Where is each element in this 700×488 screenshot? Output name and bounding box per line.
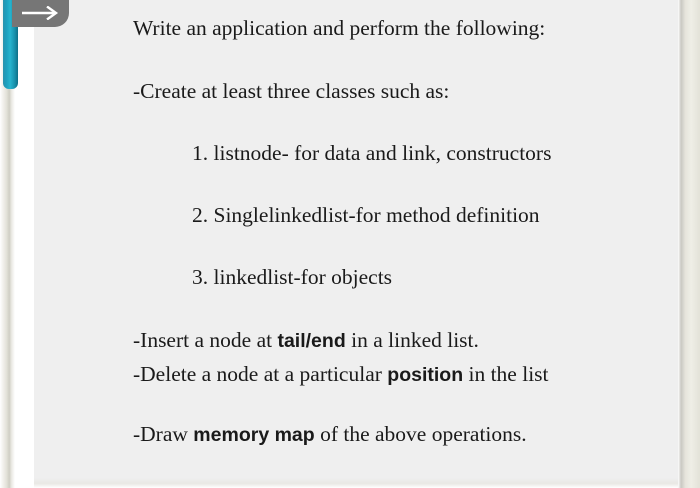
text-line-create-classes: -Create at least three classes such as: (133, 40, 693, 103)
draw-prefix-text: -Draw (133, 421, 194, 446)
delete-bold-text: position (387, 364, 464, 386)
delete-prefix-text: -Delete a node at a particular (133, 362, 388, 386)
text-line-insert: -Insert a node at tail/end in a linked l… (133, 289, 693, 352)
arrow-right-button[interactable] (12, 0, 69, 27)
text-line-delete: -Delete a node at a particular position … (133, 351, 693, 386)
text-line-intro: Write an application and perform the fol… (133, 0, 693, 40)
delete-suffix-text: in the list (463, 362, 549, 386)
arrow-right-icon (22, 6, 59, 20)
insert-suffix-text: in a linked list. (345, 327, 479, 352)
document-content-area: Write an application and perform the fol… (34, 0, 678, 488)
insert-prefix-text: -Insert a node at (133, 327, 278, 352)
list-item-1: 1. listnode- for data and link, construc… (133, 102, 693, 165)
assignment-text-block: Write an application and perform the fol… (133, 0, 693, 445)
draw-suffix-text: of the above operations. (314, 421, 527, 446)
page-bottom-edge (34, 478, 678, 488)
draw-bold-text: memory map (193, 423, 315, 446)
list-item-3-text: 3. linkedlist-for objects (192, 265, 393, 289)
create-classes-text: -Create at least three classes such as: (133, 78, 450, 103)
intro-text: Write an application and perform the fol… (133, 16, 546, 40)
page-left-binding-edge (0, 0, 15, 488)
page-left-gap (15, 0, 34, 488)
insert-bold-text: tail/end (277, 329, 346, 352)
list-item-2: 2. Singlelinkedlist-for method definitio… (133, 165, 693, 227)
page-right-edge (678, 0, 700, 488)
text-line-draw: -Draw memory map of the above operations… (133, 386, 693, 446)
list-item-3: 3. linkedlist-for objects (133, 226, 693, 289)
list-item-1-text: 1. listnode- for data and link, construc… (192, 141, 552, 165)
list-item-2-text: 2. Singlelinkedlist-for method definitio… (192, 202, 540, 227)
